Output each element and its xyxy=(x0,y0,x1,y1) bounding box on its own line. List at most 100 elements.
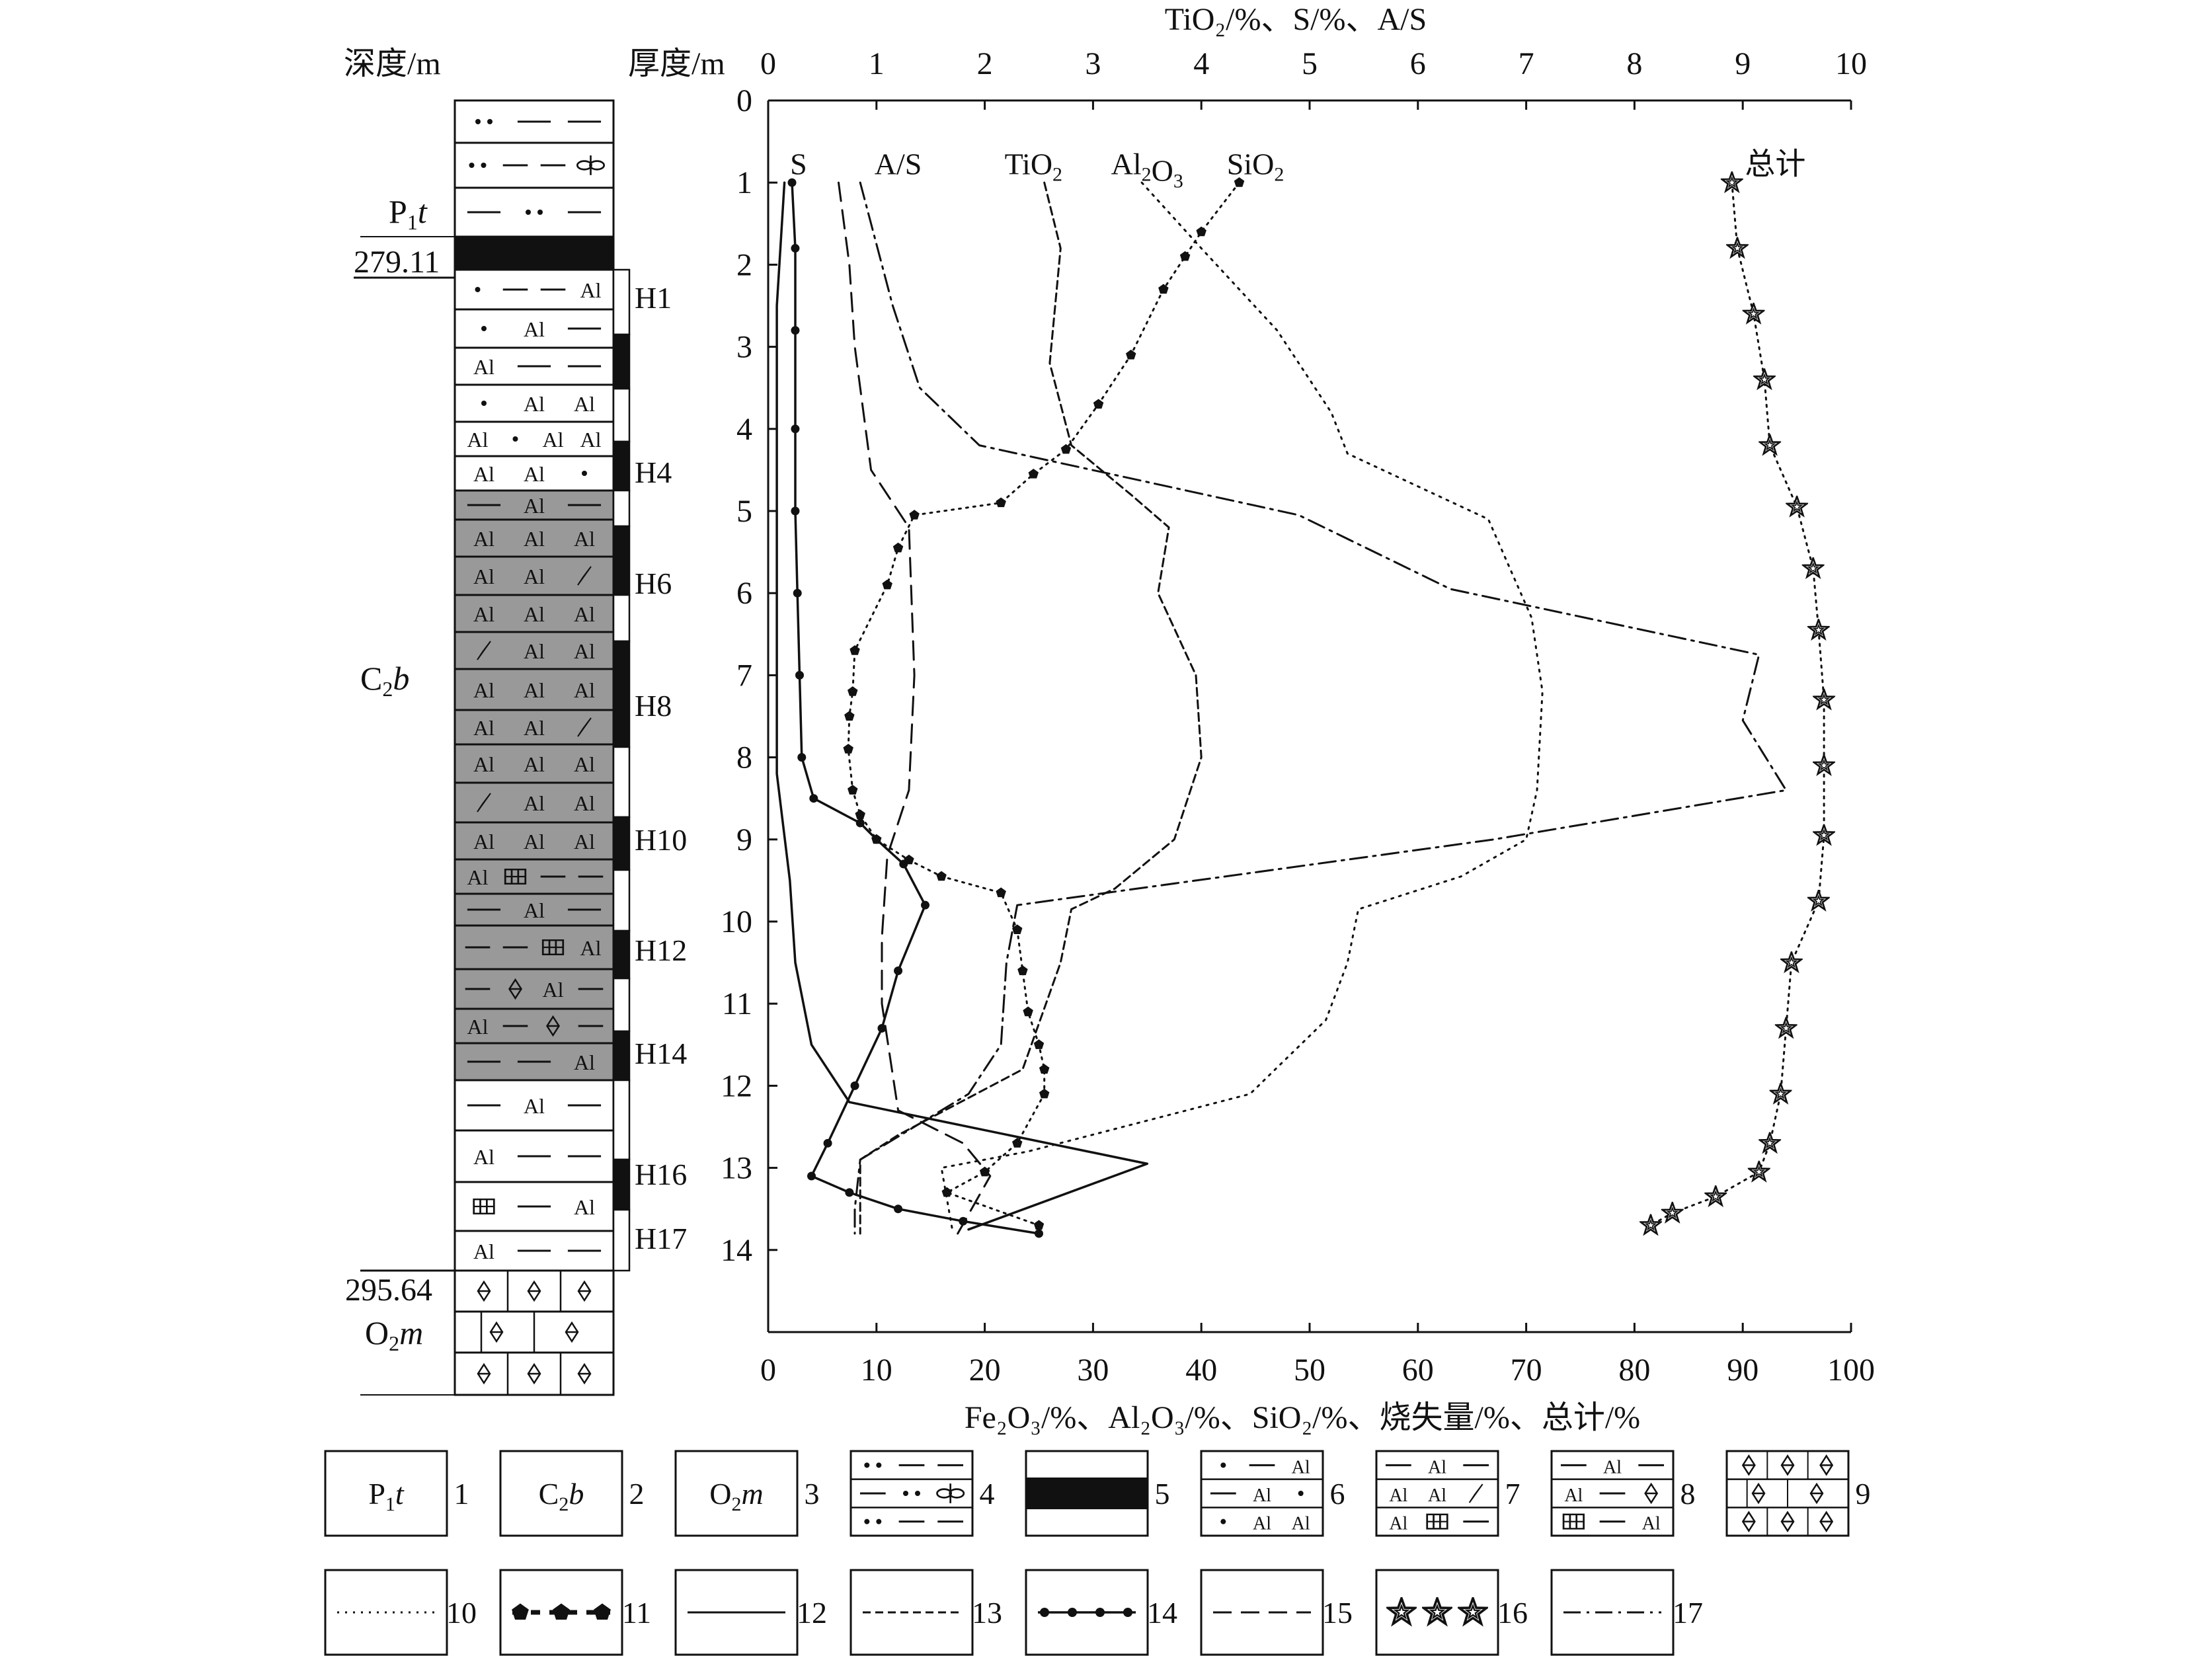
bottom-tick-label: 90 xyxy=(1727,1353,1758,1388)
lith-al-label: Al xyxy=(473,527,494,551)
total-point xyxy=(1758,434,1781,455)
series-line-S xyxy=(791,181,1041,1235)
s-point xyxy=(1035,1229,1043,1238)
lith-dot xyxy=(876,1518,882,1524)
s-point xyxy=(791,424,800,434)
sample-label: H14 xyxy=(635,1037,687,1070)
series-line-LOI xyxy=(853,181,1788,1235)
series-layer xyxy=(775,171,1835,1238)
lith-layer: Al xyxy=(454,1129,615,1183)
y-tick-label: 2 xyxy=(736,247,752,282)
lith-layer: Al xyxy=(454,1007,615,1045)
sample-segment xyxy=(612,1158,631,1211)
legend-item: 12 xyxy=(674,1569,827,1656)
formation-top-label: P1t xyxy=(389,193,428,234)
sample-segment xyxy=(612,1079,631,1161)
lith-al-label: Al xyxy=(1253,1514,1271,1534)
sample-segment xyxy=(612,1208,631,1272)
lith-layer-box xyxy=(454,594,615,633)
lith-dot xyxy=(469,163,475,168)
lith-al-label: Al xyxy=(473,678,494,702)
bottom-tick-label: 80 xyxy=(1618,1353,1650,1388)
legend-item: 15 xyxy=(1200,1569,1353,1656)
sio2-point xyxy=(936,871,947,881)
lith-layer xyxy=(454,99,615,144)
lith-al-label: Al xyxy=(574,830,595,853)
lith-al-label: Al xyxy=(473,716,494,740)
legend-number: 8 xyxy=(1680,1477,1696,1511)
series-TiO2 xyxy=(859,181,1203,1235)
sio2-point xyxy=(882,579,892,590)
y-tick-label: 0 xyxy=(736,83,752,118)
lith-al-label: Al xyxy=(543,978,564,1002)
lith-layer: Al xyxy=(454,308,615,349)
lith-al-label: Al xyxy=(473,1240,494,1263)
lith-al-label: Al xyxy=(1389,1514,1407,1534)
series-line-AS xyxy=(838,181,992,1235)
lith-layer-box xyxy=(454,821,615,861)
top-tick-label: 9 xyxy=(1735,46,1751,81)
legend-number: 2 xyxy=(629,1477,645,1511)
s-point xyxy=(791,326,800,335)
lith-al-label: Al xyxy=(574,1050,595,1074)
sio2-point xyxy=(892,542,904,553)
y-tick-label: 1 xyxy=(736,165,752,200)
s-point xyxy=(809,794,818,803)
lith-layer xyxy=(454,186,615,238)
lith-al-label: Al xyxy=(524,678,545,702)
s-point xyxy=(850,1081,859,1090)
lith-dot xyxy=(1220,1518,1226,1524)
lith-al-label: Al xyxy=(574,791,595,815)
sio2-point xyxy=(1012,1138,1023,1148)
legend-item: 10 xyxy=(324,1569,477,1656)
series-Al2O3 xyxy=(940,181,1544,1231)
legend-number: 10 xyxy=(446,1596,477,1630)
lith-dot xyxy=(582,471,587,476)
y-tick-label: 7 xyxy=(736,658,752,693)
lith-layer-box xyxy=(454,631,615,670)
s-point xyxy=(793,588,802,598)
lith-dot xyxy=(487,119,493,124)
y-tick-label: 12 xyxy=(721,1068,752,1103)
legend-item: 5 xyxy=(1025,1450,1170,1537)
lith-al-label: Al xyxy=(1642,1514,1661,1534)
lith-layer-box xyxy=(454,235,615,271)
lith-al-label: Al xyxy=(574,1195,595,1219)
legend-dot-marker xyxy=(1123,1608,1132,1617)
lith-layer xyxy=(454,141,615,189)
lith-layer-box xyxy=(454,781,615,824)
lith-layer-box xyxy=(454,518,615,558)
lith-dot xyxy=(1220,1462,1226,1468)
thickness-header: 厚度/m xyxy=(628,46,725,81)
lith-al-label: Al xyxy=(574,639,595,663)
s-point xyxy=(823,1138,832,1148)
sample-segment xyxy=(612,977,631,1033)
lith-al-label: Al xyxy=(524,898,545,922)
total-point xyxy=(1786,495,1808,516)
total-point xyxy=(1780,951,1803,972)
lith-al-label: Al xyxy=(524,317,545,341)
sample-segment xyxy=(612,440,631,492)
lith-layer xyxy=(454,1310,615,1354)
series-line-Total xyxy=(1649,181,1825,1226)
lith-dot xyxy=(1298,1491,1304,1496)
lith-dot xyxy=(526,210,531,215)
top-tick-label: 1 xyxy=(869,46,885,81)
total-point xyxy=(1775,1017,1797,1038)
lith-al-label: Al xyxy=(524,752,545,776)
lith-al-label: Al xyxy=(574,752,595,776)
lith-dot xyxy=(475,119,481,124)
y-tick-label: 6 xyxy=(736,576,752,611)
s-point xyxy=(921,900,930,910)
y-tick-label: 10 xyxy=(721,904,752,939)
lith-al-label: Al xyxy=(473,565,494,588)
lith-layer xyxy=(454,1269,615,1313)
